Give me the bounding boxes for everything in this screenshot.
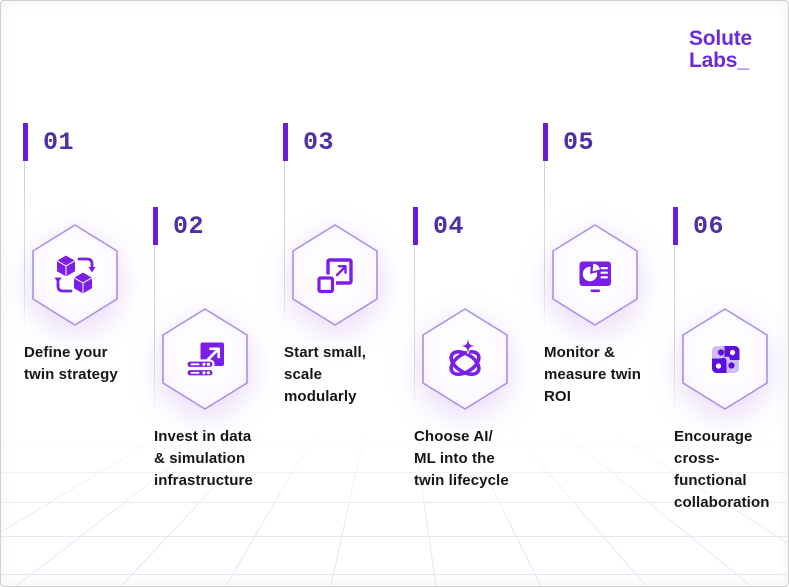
step-header: 05 xyxy=(543,123,665,161)
step-accent-bar xyxy=(283,123,288,161)
step-accent-bar xyxy=(413,207,418,245)
step-label: Choose AI/ ML into the twin lifecycle xyxy=(414,428,509,489)
step-number: 05 xyxy=(563,127,595,157)
step-number: 01 xyxy=(43,127,75,157)
step-label: Monitor & measure twin ROI xyxy=(544,344,642,405)
step-04: 04 Choose AI/ ML into the twin lifecycle xyxy=(413,207,535,537)
hexagon-shape xyxy=(32,224,118,326)
step-hexagon xyxy=(418,307,512,411)
step-header: 01 xyxy=(23,123,145,161)
step-hexagon xyxy=(158,307,252,411)
step-hexagon xyxy=(678,307,772,411)
step-label: Invest in data & simulation infrastructu… xyxy=(154,428,253,489)
step-header: 06 xyxy=(673,207,788,245)
step-03: 03 Start small, scale modularly xyxy=(283,123,405,453)
hexagon-shape xyxy=(292,224,378,326)
step-hexagon xyxy=(28,223,122,327)
hexagon-shape xyxy=(422,308,508,410)
step-accent-bar xyxy=(673,207,678,245)
step-connector-line xyxy=(284,161,285,331)
step-connector-line xyxy=(544,161,545,331)
step-hexagon xyxy=(288,223,382,327)
puzzle-icon xyxy=(712,346,740,373)
brand-logo: Solute Labs_ xyxy=(689,28,752,72)
cubes-sync-icon xyxy=(54,254,96,295)
step-number: 03 xyxy=(303,127,335,157)
step-number: 06 xyxy=(693,211,725,241)
step-accent-bar xyxy=(543,123,548,161)
logo-line-1: Solute xyxy=(689,27,752,50)
ai-orbit-icon xyxy=(449,338,481,377)
step-number: 04 xyxy=(433,211,465,241)
step-header: 03 xyxy=(283,123,405,161)
step-number: 02 xyxy=(173,211,205,241)
step-label: Encourage cross- functional collaboratio… xyxy=(674,428,770,511)
step-05: 05 Monitor & measure twin ROI xyxy=(543,123,665,453)
step-hexagon xyxy=(548,223,642,327)
data-infrastructure-icon xyxy=(185,342,224,378)
step-06: 06 Encourage cross- functional collabora… xyxy=(673,207,788,537)
logo-line-2: Labs_ xyxy=(689,49,749,72)
step-accent-bar xyxy=(153,207,158,245)
perspective-grid xyxy=(1,426,788,586)
step-02: 02 xyxy=(153,207,275,537)
step-connector-line xyxy=(154,245,155,415)
step-connector-line xyxy=(414,245,415,415)
step-01: 01 xyxy=(23,123,145,453)
step-header: 04 xyxy=(413,207,535,245)
step-label: Start small, scale modularly xyxy=(284,344,367,405)
step-connector-line xyxy=(674,245,675,415)
step-label: Define your twin strategy xyxy=(24,344,118,383)
step-connector-line xyxy=(24,161,25,331)
step-accent-bar xyxy=(23,123,28,161)
dashboard-icon xyxy=(579,261,611,293)
scale-squares-icon xyxy=(315,258,353,295)
step-header: 02 xyxy=(153,207,275,245)
